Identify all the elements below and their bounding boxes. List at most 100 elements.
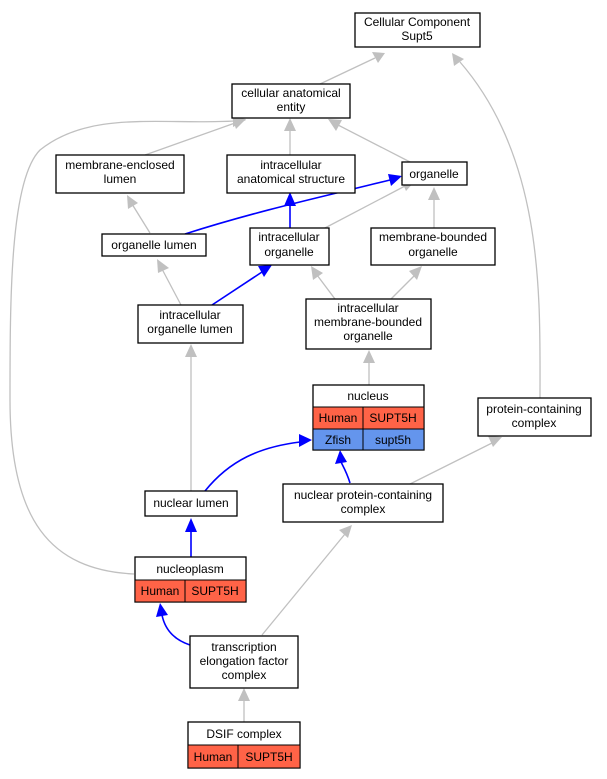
node-label: protein-containing xyxy=(486,402,581,416)
node-nucleoplasm[interactable]: nucleoplasm Human SUPT5H xyxy=(134,556,247,603)
edge-head xyxy=(488,436,502,447)
edge-head xyxy=(284,118,296,131)
node-label: complex xyxy=(341,502,386,516)
node-label: nuclear protein-containing xyxy=(294,488,432,502)
edge-tefc-to-nucleoplasm xyxy=(161,614,191,646)
node-label: transcription xyxy=(211,640,276,654)
edge-tefc-to-npcc xyxy=(261,533,346,636)
node-membrane-bounded-organelle[interactable]: membrane-bounded organelle xyxy=(370,227,496,266)
node-box xyxy=(305,298,432,350)
annotation-gene: SUPT5H xyxy=(245,750,292,764)
node-label: lumen xyxy=(104,172,137,186)
node-label: cellular anatomical xyxy=(241,86,340,100)
node-label: organelle xyxy=(264,245,314,259)
edge-nl-to-nucleus xyxy=(204,441,301,492)
edge-head xyxy=(372,52,385,63)
edge-head xyxy=(185,344,197,357)
annotation-cell-gene xyxy=(237,744,301,769)
edge-head xyxy=(428,187,440,200)
node-box xyxy=(189,635,299,689)
edge-head xyxy=(299,434,312,447)
node-label: organelle xyxy=(408,245,458,259)
annotation-gene: supt5h xyxy=(375,433,411,447)
node-label: anatomical structure xyxy=(237,172,345,186)
node-organelle[interactable]: organelle xyxy=(401,161,468,186)
edge-head xyxy=(157,259,169,273)
edge-mel-to-cae xyxy=(144,122,236,156)
node-label: nuclear lumen xyxy=(153,496,228,510)
node-nuclear-lumen[interactable]: nuclear lumen xyxy=(144,490,238,517)
node-box xyxy=(144,490,238,517)
node-box xyxy=(226,154,356,194)
node-nucleus[interactable]: nucleus Human SUPT5H Zfish supt5h xyxy=(312,384,425,451)
edge-head xyxy=(363,350,375,363)
edge-cae-to-cc xyxy=(319,57,376,85)
annotation-species: Human xyxy=(194,750,233,764)
node-label: complex xyxy=(222,668,267,682)
node-label: membrane-enclosed xyxy=(65,158,174,172)
edge-imbo-to-io xyxy=(316,274,336,300)
edge-organelle-to-cae xyxy=(337,124,413,164)
node-box xyxy=(55,154,185,194)
node-organelle-lumen[interactable]: organelle lumen xyxy=(101,233,207,257)
node-box xyxy=(370,227,496,266)
node-box xyxy=(101,233,207,257)
annotation-species: Human xyxy=(141,584,180,598)
node-label: complex xyxy=(512,416,557,430)
edge-head xyxy=(311,266,323,280)
annotation-gene: SUPT5H xyxy=(191,584,238,598)
node-box xyxy=(249,227,330,266)
node-label: intracellular xyxy=(337,301,398,315)
edge-head xyxy=(388,174,402,186)
node-label: organelle xyxy=(409,167,459,181)
node-label: membrane-bounded xyxy=(314,315,422,329)
edge-imbo-to-mbo xyxy=(390,274,416,300)
edge-nucleoplasm-to-cae xyxy=(9,120,236,575)
node-box xyxy=(282,483,444,523)
node-box xyxy=(137,304,244,344)
node-box xyxy=(401,161,468,186)
node-label: Cellular Component xyxy=(364,15,471,29)
node-label: organelle lumen xyxy=(147,322,232,336)
node-intracellular-anatomical-structure[interactable]: intracellular anatomical structure xyxy=(226,154,356,194)
node-box xyxy=(354,12,481,48)
edge-npcc-to-pcc xyxy=(409,442,493,485)
node-label: organelle lumen xyxy=(111,238,196,252)
node-nuclear-protein-containing-complex[interactable]: nuclear protein-containing complex xyxy=(282,483,444,523)
node-label: intracellular xyxy=(258,230,319,244)
edge-head xyxy=(185,518,197,532)
annotation-cell-gene xyxy=(362,428,425,451)
edge-head xyxy=(238,688,250,701)
edge-head xyxy=(258,265,272,277)
node-cellular-anatomical-entity[interactable]: cellular anatomical entity xyxy=(231,83,351,119)
node-box xyxy=(231,83,351,119)
annotation-species: Zfish xyxy=(325,433,351,447)
node-intracellular-organelle-lumen[interactable]: intracellular organelle lumen xyxy=(137,304,244,344)
edge-npcc-to-nucleus xyxy=(340,461,351,484)
node-label: membrane-bounded xyxy=(379,230,487,244)
node-membrane-enclosed-lumen[interactable]: membrane-enclosed lumen xyxy=(55,154,185,194)
edge-iol-to-io xyxy=(211,271,263,306)
edge-head xyxy=(156,603,168,617)
edge-head xyxy=(409,266,422,280)
node-protein-containing-complex[interactable]: protein-containing complex xyxy=(477,397,592,437)
node-intracellular-organelle[interactable]: intracellular organelle xyxy=(249,227,330,266)
edge-pcc-to-cc xyxy=(459,61,541,399)
annotation-cell-gene xyxy=(184,579,247,603)
edge-head xyxy=(127,195,138,209)
edge-head xyxy=(284,192,296,206)
node-transcription-elongation-factor-complex[interactable]: transcription elongation factor complex xyxy=(189,635,299,689)
node-label: nucleus xyxy=(347,389,388,403)
annotation-gene: SUPT5H xyxy=(369,411,416,425)
node-label: elongation factor xyxy=(200,654,289,668)
edges-highlight xyxy=(156,174,402,646)
node-intracellular-membrane-bounded-organelle[interactable]: intracellular membrane-bounded organelle xyxy=(305,298,432,350)
node-dsif-complex[interactable]: DSIF complex Human SUPT5H xyxy=(187,721,301,769)
node-label: entity xyxy=(277,100,306,114)
edge-ol-to-mel xyxy=(131,203,151,234)
edge-head xyxy=(452,53,464,66)
node-label: intracellular xyxy=(260,158,321,172)
node-cellular-component[interactable]: Cellular Component Supt5 xyxy=(354,12,481,48)
node-label: DSIF complex xyxy=(206,727,281,741)
